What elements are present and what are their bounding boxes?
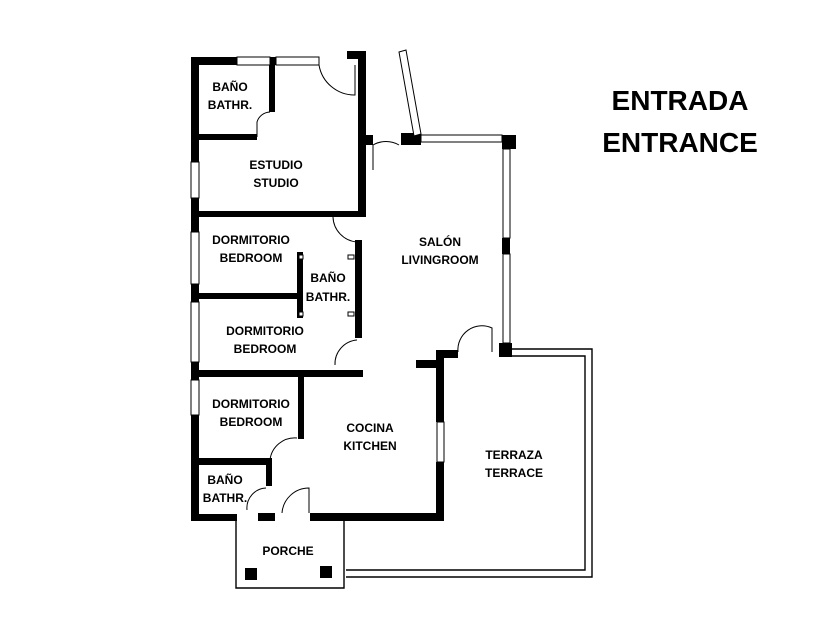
svg-text:BEDROOM: BEDROOM <box>220 415 283 429</box>
porch-post-right <box>320 566 332 578</box>
svg-text:DORMITORIO: DORMITORIO <box>212 397 290 411</box>
terrace-outline <box>346 348 593 578</box>
svg-text:BATHR.: BATHR. <box>208 98 252 112</box>
entrance-heading-en: ENTRANCE <box>602 127 758 158</box>
entrance-heading: ENTRADA ENTRANCE <box>590 80 770 164</box>
svg-text:LIVINGROOM: LIVINGROOM <box>401 253 478 267</box>
svg-text:BEDROOM: BEDROOM <box>234 342 297 356</box>
svg-text:KITCHEN: KITCHEN <box>343 439 396 453</box>
room-label-studio: ESTUDIO STUDIO <box>249 158 302 190</box>
room-label-terrace: TERRAZA TERRACE <box>485 448 543 480</box>
door-swings <box>246 64 493 514</box>
room-label-bath-low: BAÑO BATHR. <box>203 472 247 505</box>
svg-text:TERRAZA: TERRAZA <box>485 448 543 462</box>
room-label-bath-top: BAÑO BATHR. <box>208 79 252 112</box>
room-label-bedroom-1: DORMITORIO BEDROOM <box>212 233 290 265</box>
room-label-bath-mid: BAÑO BATHR. <box>306 270 350 304</box>
room-label-bedroom-3: DORMITORIO BEDROOM <box>212 397 290 429</box>
svg-text:COCINA: COCINA <box>346 421 394 435</box>
room-label-living: SALÓN LIVINGROOM <box>401 234 478 267</box>
room-label-kitchen: COCINA KITCHEN <box>343 421 396 453</box>
room-label-bedroom-2: DORMITORIO BEDROOM <box>226 324 304 356</box>
windows <box>190 56 511 463</box>
room-label-porch: PORCHE <box>262 544 313 558</box>
svg-text:TERRACE: TERRACE <box>485 466 543 480</box>
svg-text:BATHR.: BATHR. <box>306 290 350 304</box>
svg-text:DORMITORIO: DORMITORIO <box>226 324 304 338</box>
walls <box>191 51 516 521</box>
svg-text:BAÑO: BAÑO <box>212 79 247 94</box>
porch-post-left <box>245 568 257 580</box>
svg-text:BAÑO: BAÑO <box>310 270 345 285</box>
svg-text:DORMITORIO: DORMITORIO <box>212 233 290 247</box>
porch-outline <box>235 518 345 589</box>
svg-text:STUDIO: STUDIO <box>253 176 298 190</box>
svg-text:ESTUDIO: ESTUDIO <box>249 158 302 172</box>
svg-text:BEDROOM: BEDROOM <box>220 251 283 265</box>
entrance-heading-es: ENTRADA <box>611 85 749 116</box>
svg-text:PORCHE: PORCHE <box>262 544 313 558</box>
svg-text:BAÑO: BAÑO <box>207 472 242 487</box>
svg-text:SALÓN: SALÓN <box>419 234 461 249</box>
svg-text:BATHR.: BATHR. <box>203 491 247 505</box>
entrance-door-leaf <box>398 49 422 137</box>
